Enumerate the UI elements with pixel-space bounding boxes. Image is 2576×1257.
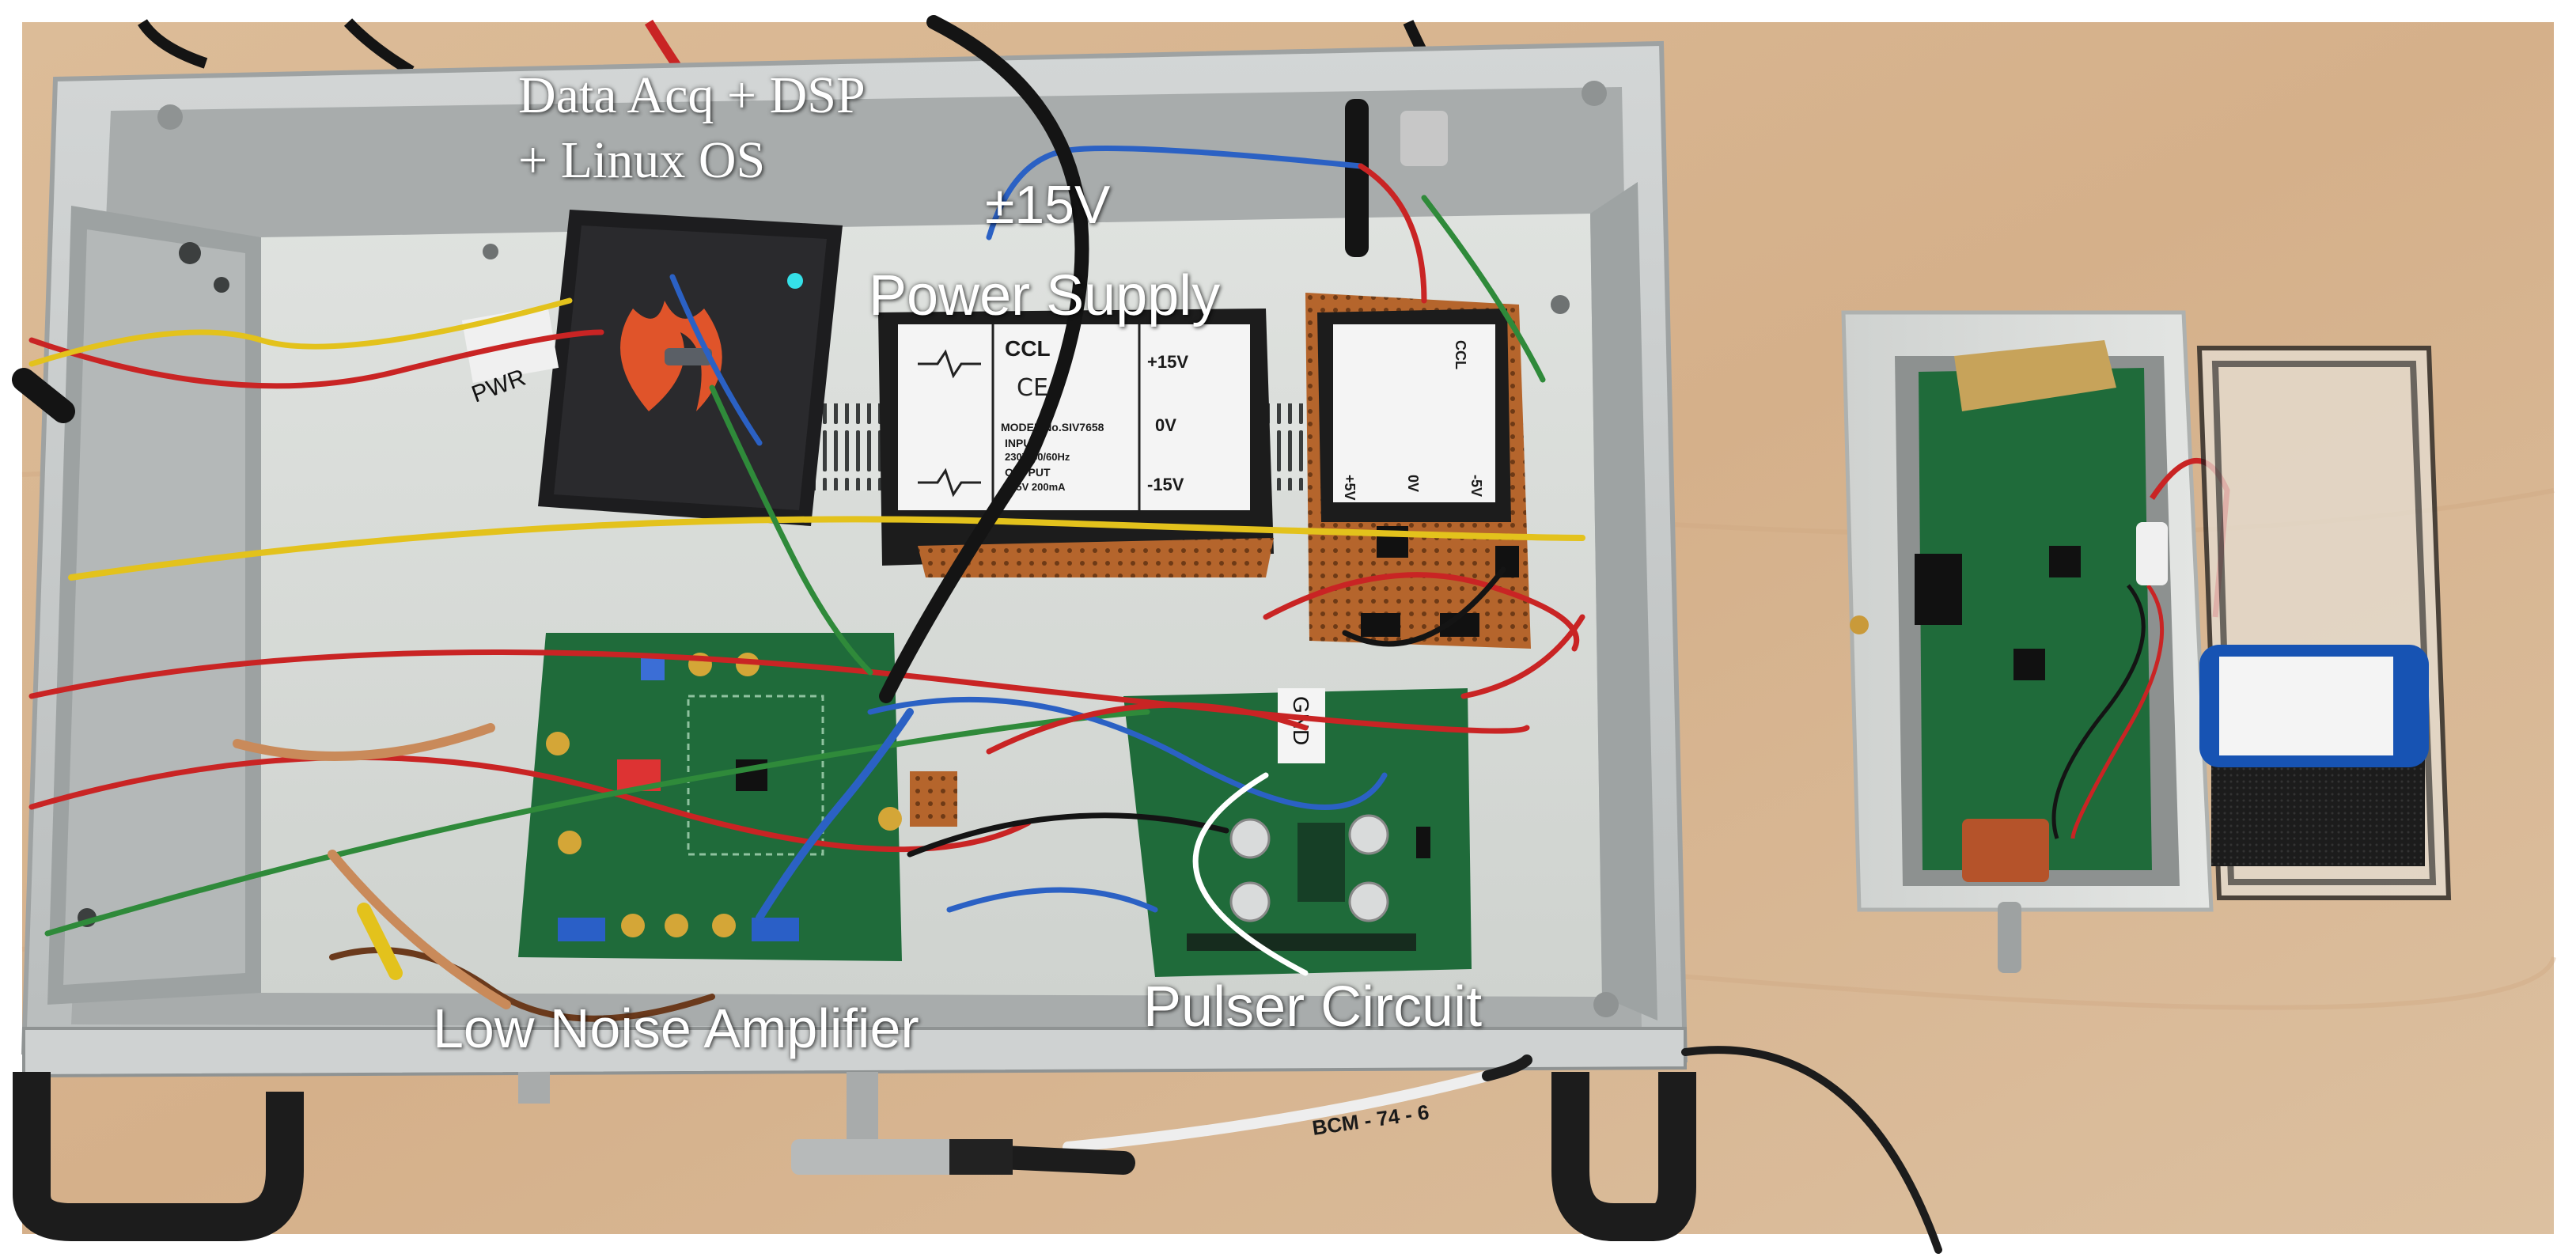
svg-text:CE: CE [1017,374,1048,402]
power-supply-5v: CCL +5V 0V -5V [1305,99,1531,649]
ps-brand: CCL [1005,336,1051,361]
ps2-plus5: +5V [1342,475,1358,501]
daq-label-line2: + Linux OS [518,131,766,189]
pulser-label: Pulser Circuit [1143,975,1483,1039]
voltage-label: ±15V [985,175,1111,235]
power-supply-label: Power Supply [869,264,1221,328]
daq-label-line1: Data Acq + DSP [518,66,866,124]
bnc-connector [518,1072,1013,1175]
ps2-brand: CCL [1453,340,1468,369]
pulser-board: GND [1123,688,1472,977]
ps2-0v: 0V [1405,475,1421,492]
lna-label: Low Noise Amplifier [433,998,919,1059]
wiring [12,15,1942,1254]
ps-minus15: -15V [1147,475,1184,494]
ps-model: MODEL No.SIV7658 [1001,421,1104,434]
lna-board [518,633,957,961]
ps-plus15: +15V [1147,352,1188,372]
left-handle [13,1072,304,1241]
power-supply-15v: CCL +15V 0V -15V MODEL No.SIV7658 INPUT … [878,309,1274,577]
ps2-minus5: -5V [1468,475,1484,497]
right-handle [1551,1072,1696,1241]
ps-0v: 0V [1155,415,1176,435]
portable-device [1841,310,2452,973]
